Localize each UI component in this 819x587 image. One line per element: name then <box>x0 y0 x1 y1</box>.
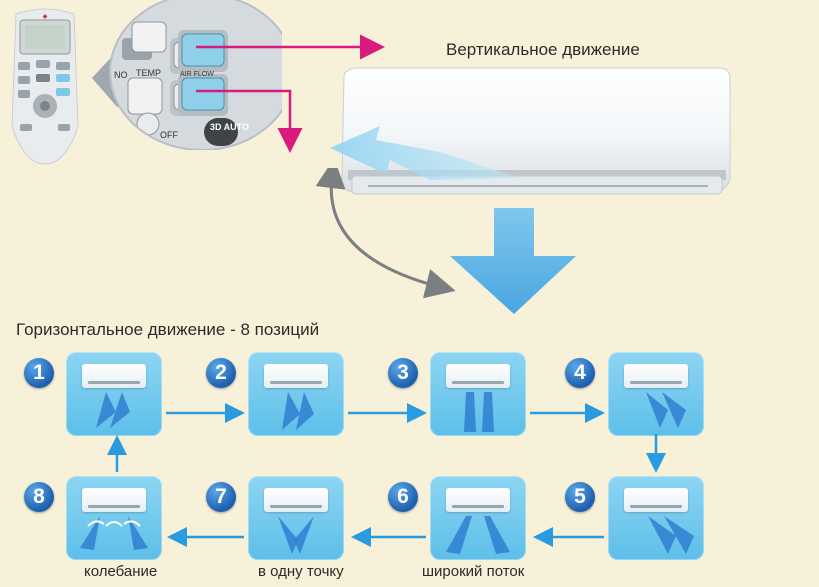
position-3-badge: 3 <box>388 358 418 388</box>
airflow-left-icon <box>96 392 130 428</box>
airflow-far-right-icon <box>648 516 694 554</box>
downward-airflow-arrow <box>450 208 576 314</box>
mini-unit-icon <box>82 488 146 512</box>
position-6-badge: 6 <box>388 482 418 512</box>
position-7-tile <box>248 476 344 560</box>
position-1-tile <box>66 352 162 436</box>
sequence-arrows <box>107 403 666 547</box>
svg-text:NO: NO <box>114 70 128 80</box>
svg-text:◆: ◆ <box>43 14 48 20</box>
off-button-label: OFF <box>160 130 178 140</box>
mini-unit-icon <box>624 364 688 388</box>
position-5-tile <box>608 476 704 560</box>
position-6-caption: широкий поток <box>422 563 525 580</box>
vertical-movement-title: Вертикальное движение <box>446 40 640 59</box>
position-2-badge: 2 <box>206 358 236 388</box>
mini-unit-icon <box>264 364 328 388</box>
airflow-straight-icon <box>464 392 494 432</box>
mini-unit-icon <box>82 364 146 388</box>
position-4-badge: 4 <box>565 358 595 388</box>
horizontal-movement-title: Горизонтальное движение - 8 позиций <box>16 320 320 339</box>
mini-unit-icon <box>264 488 328 512</box>
temp-button-label: TEMP <box>136 68 161 78</box>
airflow-swing-icon <box>80 516 148 550</box>
position-3-tile <box>430 352 526 436</box>
remote-control: ◆ <box>6 6 84 166</box>
position-8-caption: колебание <box>84 563 158 580</box>
airflow-button-label: AIR FLOW <box>180 71 214 78</box>
position-8-badge: 8 <box>24 482 54 512</box>
position-7-caption: в одну точку <box>258 563 344 580</box>
swing-range-arrow <box>315 168 456 298</box>
airflow-slight-left-icon <box>282 392 314 430</box>
position-4-tile <box>608 352 704 436</box>
vertical-airflow-arrow <box>330 126 520 180</box>
remote-arrows <box>196 34 385 153</box>
position-1-badge: 1 <box>24 358 54 388</box>
remote-zoom: NO TEMP AIR FLOW OFF 3D AUTO <box>92 0 295 151</box>
mini-unit-icon <box>446 488 510 512</box>
airflow-right-icon <box>646 392 686 428</box>
position-5-badge: 5 <box>565 482 595 512</box>
mini-unit-icon <box>446 364 510 388</box>
mini-unit-icon <box>624 488 688 512</box>
position-6-tile <box>430 476 526 560</box>
position-7-badge: 7 <box>206 482 236 512</box>
auto-button-label: 3D AUTO <box>210 122 249 132</box>
airflow-wide-icon <box>446 516 510 554</box>
position-2-tile <box>248 352 344 436</box>
position-8-tile <box>66 476 162 560</box>
airflow-spot-icon <box>278 516 314 554</box>
